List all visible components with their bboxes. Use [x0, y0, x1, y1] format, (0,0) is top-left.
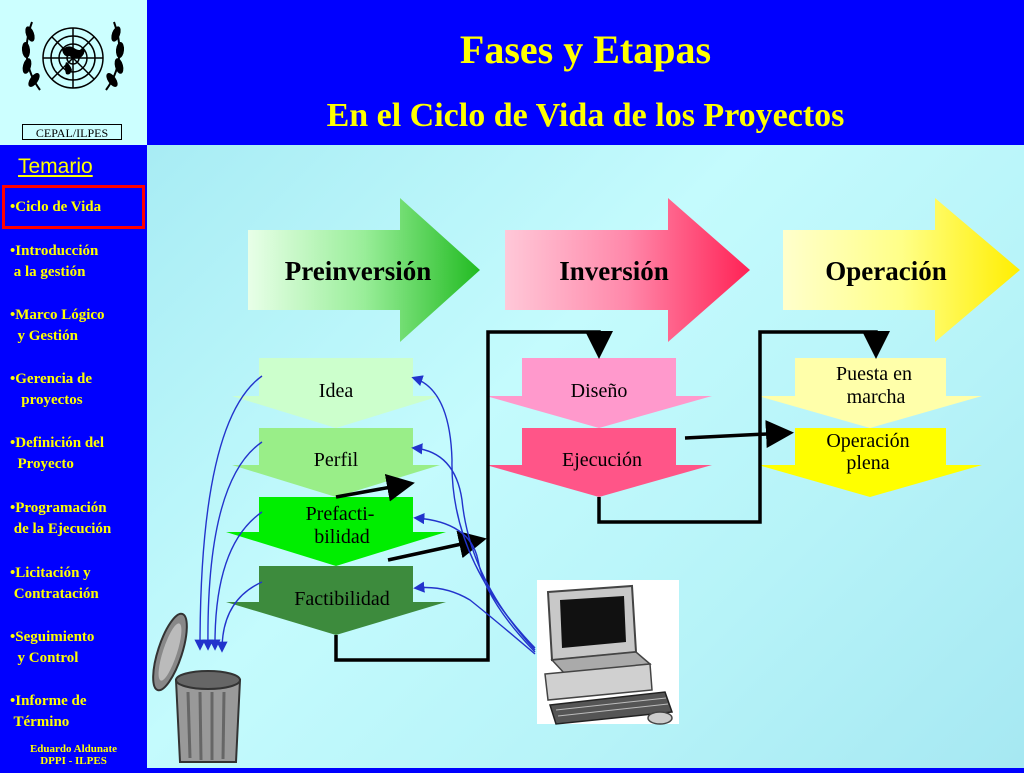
- curve-idea-to-trash: [194, 375, 263, 651]
- stage-label-prefacti: Prefacti-: [306, 503, 375, 525]
- phase-label-operacion: Operación: [825, 256, 947, 286]
- computer-icon: [537, 580, 679, 725]
- header: Fases y Etapas En el Ciclo de Vida de lo…: [147, 0, 1024, 145]
- stage-label-puesta-en: Puesta en: [836, 363, 912, 385]
- sidebar-item-informe[interactable]: •Informe de Término: [10, 693, 87, 730]
- sidebar-item-introduccion[interactable]: •Introducción a la gestión: [10, 243, 99, 280]
- logo-area: CEPAL/ILPES: [0, 0, 147, 145]
- curve-factibilidad-to-trash: [216, 581, 263, 653]
- page-title: Fases y Etapas: [459, 27, 712, 72]
- un-emblem-icon: [21, 21, 125, 91]
- stage-label-bilidad: bilidad: [314, 526, 370, 548]
- connector-prefacti-to-perfil: [335, 473, 415, 502]
- phase-label-inversion: Inversión: [559, 256, 669, 286]
- sidebar-item-programacion[interactable]: •Programación de la Ejecución: [10, 500, 112, 537]
- trash-can-icon: [152, 612, 242, 763]
- stage-label-operacion: Operación: [826, 430, 909, 452]
- diagram-canvas: Preinversión Inversión Operación Idea Pe…: [147, 145, 1024, 768]
- curve-prefacti-to-trash: [209, 511, 263, 651]
- sidebar-item-gerencia[interactable]: •Gerencia de proyectos: [10, 371, 93, 408]
- stage-label-idea: Idea: [319, 380, 354, 402]
- phase-arrow-inversion: [505, 198, 750, 342]
- author-name: Eduardo Aldunate: [29, 743, 118, 755]
- sidebar-item-ciclo-de-vida[interactable]: •Ciclo de Vida: [10, 199, 102, 215]
- current-item-highlight: [2, 185, 145, 229]
- phase-arrow-preinversion: [248, 198, 480, 342]
- curve-computer-to-perfil: [411, 443, 536, 651]
- sidebar-heading: Temario: [18, 155, 93, 178]
- phase-arrow-operacion: [783, 198, 1020, 342]
- logo-label: CEPAL/ILPES: [22, 124, 122, 140]
- sidebar: Temario •Ciclo de Vida •Introducción a l…: [0, 145, 147, 768]
- stage-label-ejecucion: Ejecución: [562, 449, 642, 471]
- sidebar-item-definicion[interactable]: •Definición del Proyecto: [10, 435, 104, 472]
- curve-computer-to-factibilidad: [413, 581, 536, 655]
- stage-puesta-en-marcha: [758, 358, 982, 428]
- curve-computer-to-prefacti: [413, 513, 536, 653]
- stage-prefactibilidad: [226, 497, 446, 566]
- stage-label-perfil: Perfil: [314, 449, 359, 471]
- stage-idea: [232, 358, 440, 428]
- stage-ejecucion: [486, 428, 712, 497]
- sidebar-item-seguimiento[interactable]: •Seguimiento y Control: [10, 629, 95, 666]
- stage-factibilidad: [226, 566, 446, 635]
- connector-prefacti-to-inversion: [387, 530, 487, 562]
- connector-ejecucion-to-operacion-plena: [684, 420, 794, 449]
- project-cycle-diagram: Preinversión Inversión Operación Idea Pe…: [152, 198, 1020, 763]
- connector-ejecucion-to-operacion: [597, 330, 890, 524]
- sidebar-item-marco-logico[interactable]: •Marco Lógico y Gestión: [10, 307, 105, 344]
- stage-operacion-plena: [758, 428, 982, 497]
- stage-label-factibilidad: Factibilidad: [294, 588, 390, 610]
- page-subtitle: En el Ciclo de Vida de los Proyectos: [326, 97, 845, 134]
- stage-label-diseno: Diseño: [571, 380, 628, 402]
- author-org: DPPI - ILPES: [40, 755, 107, 767]
- stage-label-plena: plena: [846, 452, 889, 474]
- stage-label-marcha: marcha: [847, 386, 906, 408]
- connector-factibilidad-to-diseno: [334, 330, 613, 662]
- curve-perfil-to-trash: [202, 441, 263, 651]
- sidebar-item-licitacion[interactable]: •Licitación y Contratación: [10, 565, 99, 602]
- author-credit: Eduardo Aldunate DPPI - ILPES: [0, 743, 147, 767]
- phase-label-preinversion: Preinversión: [285, 256, 431, 286]
- curve-computer-to-idea: [411, 375, 536, 649]
- stage-diseno: [486, 358, 712, 428]
